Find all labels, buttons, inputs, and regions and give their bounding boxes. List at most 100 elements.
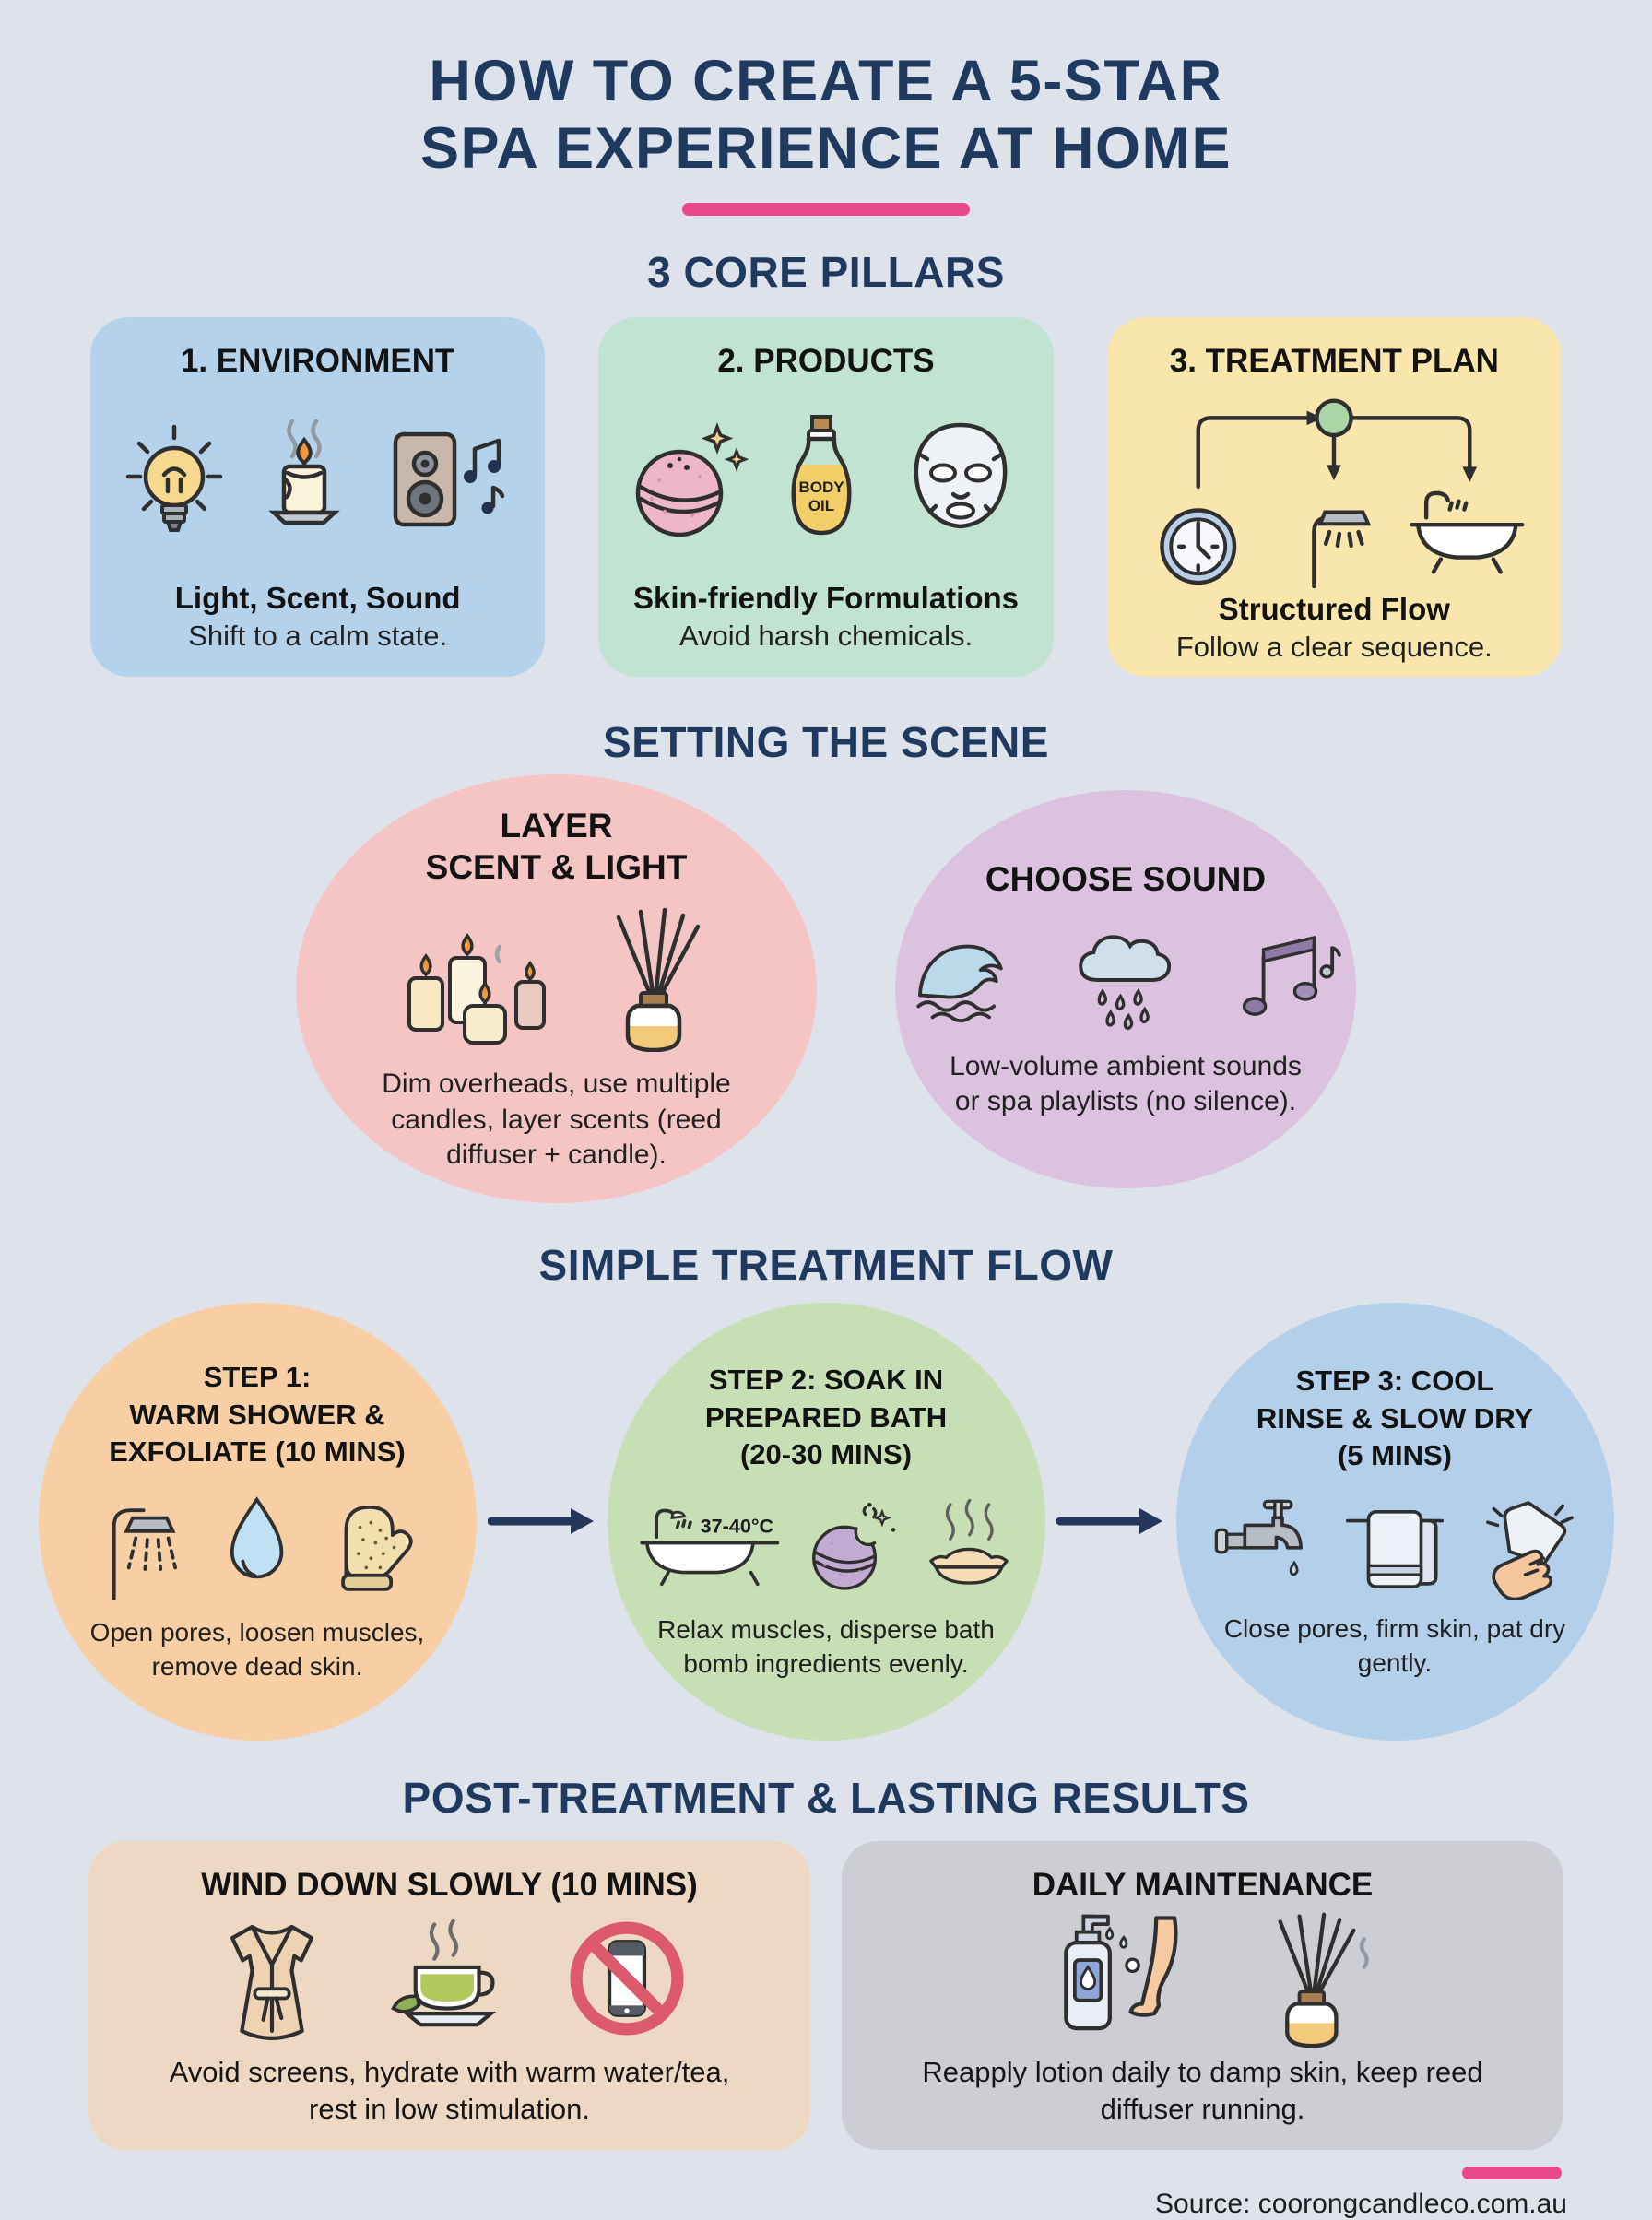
step1-title: STEP 1: WARM SHOWER & EXFOLIATE (10 MINS… <box>109 1359 406 1470</box>
flow-diagram-icon <box>1160 398 1525 589</box>
speaker-music-icon <box>393 431 504 527</box>
card-environment: 1. ENVIRONMENT <box>90 317 546 678</box>
step2-circle: STEP 2: SOAK IN PREPARED BATH (20-30 MIN… <box>607 1302 1045 1741</box>
card-products-icons: BODY OIL <box>622 380 1030 581</box>
card-environment-bold: Light, Scent, Sound <box>174 581 461 616</box>
scene-section: LAYER SCENT & LIGHT <box>0 774 1652 1204</box>
water-drop-icon <box>230 1496 284 1579</box>
sheet-mask-icon <box>914 422 1008 529</box>
bubble-sound-text: Low-volume ambient sounds or spa playlis… <box>950 1050 1302 1117</box>
scene-heading: SETTING THE SCENE <box>603 718 1049 767</box>
card-wind-down-icons <box>207 1904 692 2053</box>
card-daily-maintenance-text: Reapply lotion daily to damp skin, keep … <box>922 2055 1483 2125</box>
candles-group-icon <box>407 933 546 1045</box>
reed-diffuser-icon <box>616 907 700 1053</box>
bubble-sound-title: CHOOSE SOUND <box>985 859 1267 898</box>
no-phone-icon <box>569 1921 684 2036</box>
post-heading: POST-TREATMENT & LASTING RESULTS <box>402 1774 1250 1823</box>
tea-cup-icon <box>390 1919 496 2027</box>
music-notes-icon <box>1242 935 1341 1016</box>
step3-title-line3: (5 MINS) <box>1337 1438 1452 1471</box>
footer: Source: coorongcandleco.com.au <box>85 2167 1567 2220</box>
card-products-bold: Skin-friendly Formulations <box>632 581 1020 616</box>
source-text: Source: coorongcandleco.com.au <box>1155 2189 1567 2220</box>
body-oil-label-line2: OIL <box>808 497 834 514</box>
card-environment-text: Shift to a calm state. <box>188 620 448 653</box>
rain-cloud-icon <box>1079 935 1172 1030</box>
step1-title-line2: WARM SHOWER & <box>129 1398 385 1431</box>
shower-icon <box>1312 510 1372 589</box>
step3-circle: STEP 3: COOL RINSE & SLOW DRY (5 MINS) <box>1175 1302 1614 1741</box>
step3-text: Close pores, firm skin, pat dry gently. <box>1223 1614 1566 1677</box>
bubble-scent-title: LAYER SCENT & LIGHT <box>426 805 688 888</box>
card-environment-icons <box>119 380 517 581</box>
lotion-leg-icon <box>1063 1915 1178 2031</box>
bathtub-icon <box>1410 490 1525 574</box>
card-daily-maintenance-icons <box>1025 1904 1381 2053</box>
bath-bomb-icon <box>635 422 749 537</box>
card-daily-maintenance: DAILY MAINTENANCE <box>842 1841 1564 2151</box>
step2-title-line3: (20-30 MINS) <box>739 1437 913 1470</box>
body-oil-icon: BODY OIL <box>791 415 852 536</box>
page-title-line2: SPA EXPERIENCE AT HOME <box>419 116 1233 182</box>
step1-icons <box>88 1487 427 1603</box>
step1-title-line3: EXFOLIATE (10 MINS) <box>109 1435 406 1468</box>
step1-circle: STEP 1: WARM SHOWER & EXFOLIATE (10 MINS… <box>38 1302 477 1741</box>
pillars-heading: 3 CORE PILLARS <box>647 248 1005 297</box>
card-wind-down-title: WIND DOWN SLOWLY (10 MINS) <box>201 1867 698 1904</box>
page-title: HOW TO CREATE A 5-STAR SPA EXPERIENCE AT… <box>0 48 1652 183</box>
flow-arrow-icon <box>487 1508 594 1535</box>
wave-icon <box>916 944 1003 1022</box>
post-section: WIND DOWN SLOWLY (10 MINS) <box>88 1841 1564 2151</box>
candle-icon <box>267 419 340 525</box>
step3-title-line1: STEP 3: COOL <box>1295 1364 1494 1398</box>
reed-diffuser-icon <box>1278 1912 1369 2049</box>
step2-title-line1: STEP 2: SOAK IN <box>708 1364 944 1397</box>
page-title-line1: HOW TO CREATE A 5-STAR <box>429 49 1223 113</box>
bath-bomb-fizz-icon <box>812 1503 896 1590</box>
bubble-choose-sound: CHOOSE SOUND <box>895 789 1356 1188</box>
bubble-scent-title-line1: LAYER <box>500 806 613 844</box>
bubble-scent-text: Dim overheads, use multiple candles, lay… <box>382 1069 731 1170</box>
bubble-scent-icons <box>396 906 717 1053</box>
flow-arrow-icon <box>1056 1508 1162 1535</box>
footer-accent-bar <box>1462 2167 1562 2180</box>
steam-bowl-icon <box>929 1498 1009 1585</box>
step3-icons <box>1206 1491 1584 1600</box>
step1-title-line1: STEP 1: <box>203 1361 312 1394</box>
card-wind-down: WIND DOWN SLOWLY (10 MINS) <box>88 1841 810 2151</box>
card-environment-title: 1. ENVIRONMENT <box>180 343 455 380</box>
step2-title: STEP 2: SOAK IN PREPARED BATH (20-30 MIN… <box>705 1362 947 1473</box>
card-treatment-plan-title: 3. TREATMENT PLAN <box>1169 343 1499 380</box>
card-treatment-plan-icons <box>1135 380 1533 592</box>
towel-icon <box>1345 1510 1445 1589</box>
bubble-scent-title-line2: SCENT & LIGHT <box>425 848 688 887</box>
faucet-icon <box>1214 1499 1304 1576</box>
flow-heading: SIMPLE TREATMENT FLOW <box>538 1241 1114 1290</box>
step1-text: Open pores, loosen muscles, remove dead … <box>89 1618 425 1681</box>
robe-icon <box>230 1925 313 2041</box>
step2-icons: 37-40°C <box>631 1490 1021 1600</box>
exfoliating-mitt-icon <box>341 1506 413 1591</box>
shower-icon <box>112 1508 178 1601</box>
bubble-layer-scent-light: LAYER SCENT & LIGHT <box>296 774 817 1204</box>
bathtub-temp-icon: 37-40°C <box>640 1508 780 1587</box>
card-products-title: 2. PRODUCTS <box>717 343 935 380</box>
title-underline <box>682 203 970 217</box>
lightbulb-icon <box>125 424 222 533</box>
step2-text: Relax muscles, disperse bath bomb ingred… <box>657 1615 995 1678</box>
step3-title-line2: RINSE & SLOW DRY <box>1256 1401 1534 1435</box>
pillars-section: 1. ENVIRONMENT <box>90 317 1562 678</box>
card-daily-maintenance-title: DAILY MAINTENANCE <box>1032 1867 1374 1904</box>
body-oil-label-line1: BODY <box>798 478 844 496</box>
flow-section: STEP 1: WARM SHOWER & EXFOLIATE (10 MINS… <box>0 1301 1652 1742</box>
card-products: 2. PRODUCTS <box>598 317 1054 678</box>
bubble-sound-icons <box>909 918 1342 1034</box>
card-products-text: Avoid harsh chemicals. <box>678 620 974 653</box>
card-wind-down-text: Avoid screens, hydrate with warm water/t… <box>169 2055 730 2125</box>
card-treatment-plan-bold: Structured Flow <box>1218 592 1450 627</box>
card-treatment-plan-text: Follow a clear sequence. <box>1175 631 1493 664</box>
card-treatment-plan: 3. TREATMENT PLAN <box>1106 317 1562 678</box>
bath-temp-label: 37-40°C <box>701 1515 773 1538</box>
